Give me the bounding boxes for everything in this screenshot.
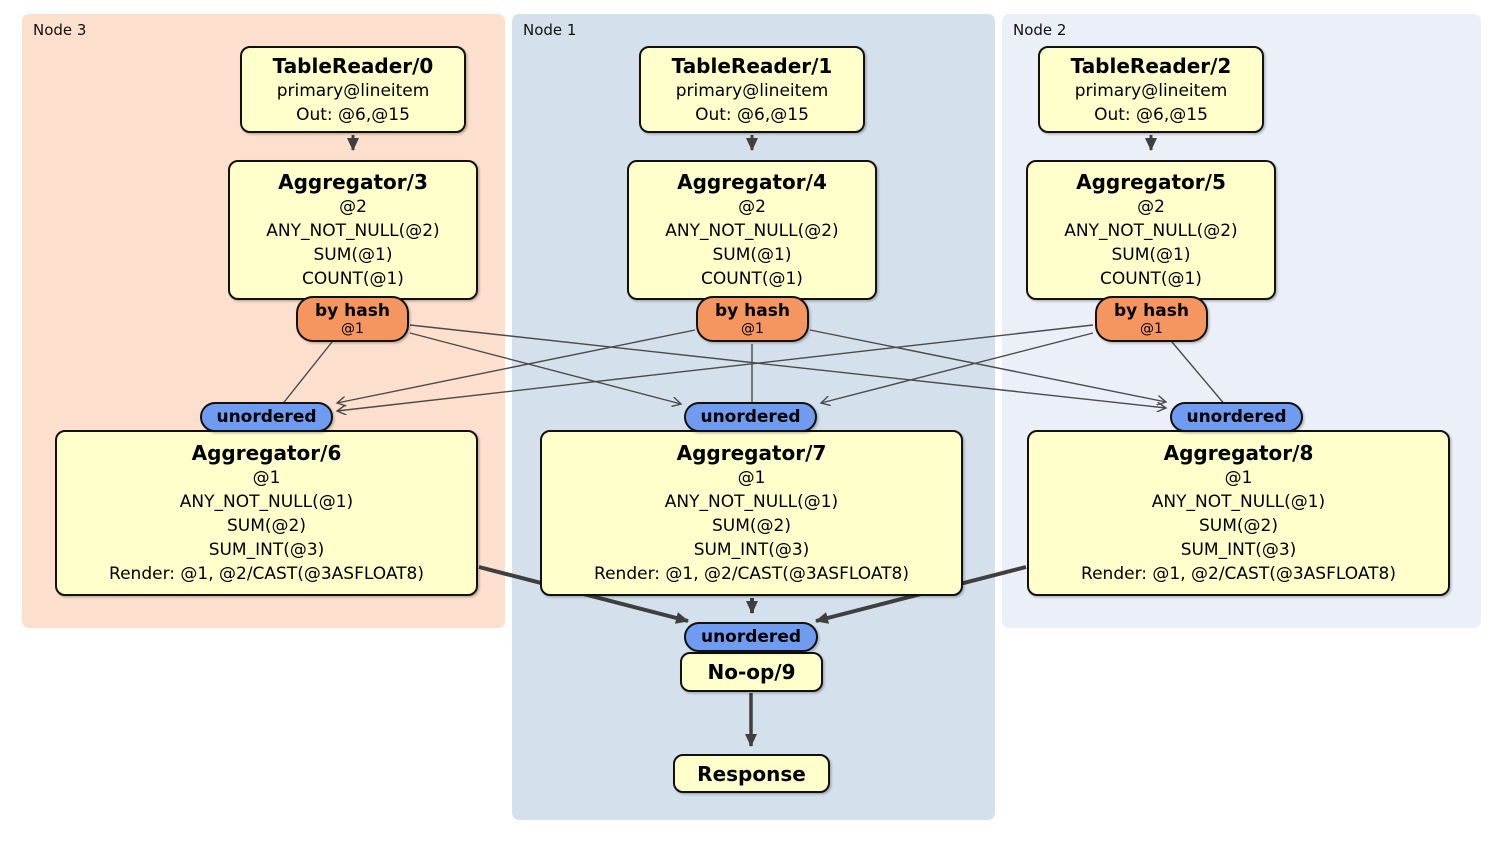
processor-detail: Render: @1, @2/CAST(@3ASFLOAT8) (109, 564, 424, 584)
processor-aggregator-7: Aggregator/7 @1 ANY_NOT_NULL(@1) SUM(@2)… (540, 430, 963, 596)
sync-unordered-node-2: unordered (1170, 402, 1303, 432)
sync-unordered-node-1: unordered (684, 402, 817, 432)
processor-title: Aggregator/5 (1076, 170, 1226, 194)
processor-title: Aggregator/3 (278, 170, 428, 194)
processor-detail: SUM(@1) (1111, 245, 1191, 265)
region-label-node-1: Node 1 (523, 21, 577, 39)
region-label-node-2: Node 2 (1013, 21, 1067, 39)
processor-detail: Out: @6,@15 (695, 104, 809, 125)
router-label: by hash (315, 300, 390, 321)
processor-tablereader-2: TableReader/2 primary@lineitem Out: @6,@… (1038, 46, 1264, 133)
processor-detail: COUNT(@1) (302, 269, 404, 289)
edge-router1-sync3 (337, 329, 696, 403)
processor-title: Aggregator/7 (676, 441, 827, 465)
processor-detail: COUNT(@1) (1100, 269, 1202, 289)
processor-detail: primary@lineitem (276, 80, 430, 101)
processor-detail: Render: @1, @2/CAST(@3ASFLOAT8) (594, 564, 909, 584)
edge-router3-sync2 (409, 324, 1166, 408)
processor-detail: SUM(@2) (227, 516, 306, 536)
processor-detail: SUM(@1) (313, 245, 393, 265)
processor-aggregator-3: Aggregator/3 @2 ANY_NOT_NULL(@2) SUM(@1)… (228, 160, 478, 300)
region-label-node-3: Node 3 (33, 21, 87, 39)
router-detail: @1 (741, 320, 764, 337)
sync-label: unordered (700, 407, 801, 427)
router-label: by hash (715, 300, 790, 321)
processor-detail: ANY_NOT_NULL(@1) (1151, 492, 1326, 512)
edge-router3-sync3 (280, 341, 333, 407)
sync-unordered-node-3: unordered (200, 402, 333, 432)
router-label: by hash (1114, 300, 1189, 321)
processor-detail: Out: @6,@15 (1094, 104, 1208, 125)
processor-detail: SUM(@2) (712, 516, 791, 536)
hash-router-node-3: by hash @1 (296, 296, 409, 342)
processor-title: Aggregator/6 (191, 441, 342, 465)
processor-response: Response (673, 754, 830, 793)
processor-tablereader-1: TableReader/1 primary@lineitem Out: @6,@… (639, 46, 865, 133)
processor-title: Response (697, 761, 806, 786)
sync-unordered-final: unordered (684, 622, 818, 652)
processor-title: No-op/9 (707, 660, 796, 684)
edge-router2-sync3 (337, 324, 1094, 411)
processor-detail: @2 (738, 197, 766, 217)
hash-router-node-2: by hash @1 (1095, 296, 1208, 342)
processor-detail: Out: @6,@15 (296, 104, 410, 125)
sync-label: unordered (700, 627, 802, 647)
processor-detail: ANY_NOT_NULL(@2) (1064, 221, 1238, 241)
processor-detail: @2 (339, 197, 367, 217)
router-detail: @1 (341, 320, 364, 337)
hash-router-node-1: by hash @1 (696, 296, 809, 342)
processor-detail: @1 (737, 468, 766, 488)
processor-detail: SUM(@1) (712, 245, 792, 265)
processor-detail: ANY_NOT_NULL(@1) (664, 492, 839, 512)
edge-router1-sync2 (809, 329, 1166, 402)
processor-aggregator-5: Aggregator/5 @2 ANY_NOT_NULL(@2) SUM(@1)… (1026, 160, 1276, 300)
processor-detail: primary@lineitem (1074, 80, 1228, 101)
processor-detail: ANY_NOT_NULL(@2) (266, 221, 440, 241)
processor-detail: SUM(@2) (1199, 516, 1278, 536)
processor-tablereader-0: TableReader/0 primary@lineitem Out: @6,@… (240, 46, 466, 133)
edge-router2-sync1 (821, 332, 1094, 403)
processor-detail: SUM_INT(@3) (1180, 540, 1297, 560)
processor-aggregator-8: Aggregator/8 @1 ANY_NOT_NULL(@1) SUM(@2)… (1027, 430, 1450, 596)
processor-aggregator-4: Aggregator/4 @2 ANY_NOT_NULL(@2) SUM(@1)… (627, 160, 877, 300)
processor-detail: @1 (1224, 468, 1253, 488)
processor-title: Aggregator/8 (1163, 441, 1314, 465)
processor-title: TableReader/2 (1070, 53, 1232, 78)
edge-router2-sync2 (1171, 341, 1227, 407)
router-detail: @1 (1140, 320, 1163, 337)
sync-label: unordered (216, 407, 317, 427)
processor-detail: ANY_NOT_NULL(@1) (179, 492, 354, 512)
processor-title: TableReader/0 (272, 53, 434, 78)
processor-detail: SUM_INT(@3) (208, 540, 325, 560)
processor-aggregator-6: Aggregator/6 @1 ANY_NOT_NULL(@1) SUM(@2)… (55, 430, 478, 596)
processor-detail: @2 (1137, 197, 1165, 217)
processor-detail: @1 (252, 468, 281, 488)
processor-detail: COUNT(@1) (701, 269, 803, 289)
edge-router3-sync1 (409, 332, 681, 404)
processor-noop-9: No-op/9 (680, 652, 823, 692)
processor-title: Aggregator/4 (677, 170, 827, 194)
processor-detail: Render: @1, @2/CAST(@3ASFLOAT8) (1081, 564, 1396, 584)
processor-detail: SUM_INT(@3) (693, 540, 810, 560)
sync-label: unordered (1186, 407, 1287, 427)
processor-detail: primary@lineitem (675, 80, 829, 101)
processor-detail: ANY_NOT_NULL(@2) (665, 221, 839, 241)
processor-title: TableReader/1 (671, 53, 833, 78)
